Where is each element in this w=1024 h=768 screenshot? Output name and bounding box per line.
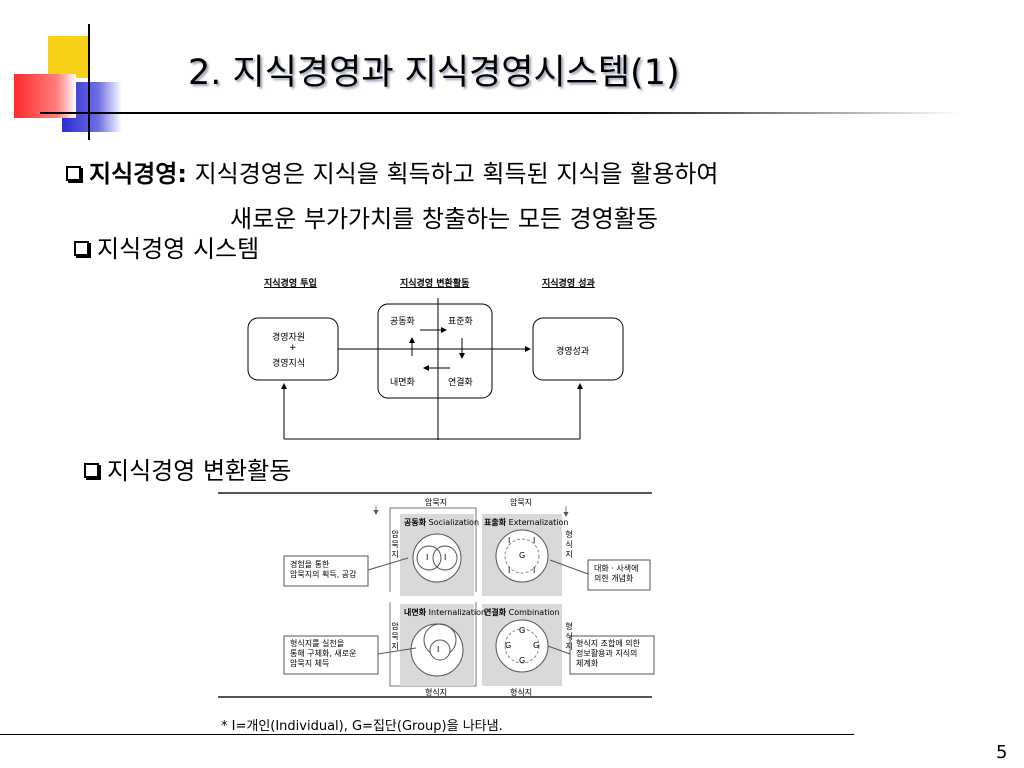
header-km-transformation: 지식경영 변환활동: [400, 279, 470, 289]
logo-red-square: [14, 74, 76, 118]
symbol-group: G: [519, 626, 526, 635]
logo-vertical-line: [88, 24, 90, 140]
seci-diagram-graphics: [218, 492, 655, 698]
footer-divider: [0, 734, 854, 735]
symbol-group: G: [519, 656, 526, 665]
quadrant-internalization-title: 내면화 Internalization: [404, 608, 487, 617]
quadrant-socialization-title: 공동화 Socialization: [404, 518, 480, 527]
quadrant-socialization: 공동화: [390, 317, 415, 327]
square-bullet-icon: [84, 462, 99, 478]
bullet-km-system: 지식경영 시스템: [74, 229, 259, 264]
bullet-km-transformation: 지식경영 변환활동: [84, 451, 291, 486]
side-label-tacit-bottom: 암묵지: [391, 622, 399, 651]
quadrant-externalization-title: 표출화 Externalization: [484, 518, 569, 527]
bullet-knowledge-management: 지식경영: 지식경영은 지식을 획득하고 획득된 지식을 활용하여: [66, 154, 718, 189]
bullet-label: 지식경영:: [89, 160, 187, 188]
header-km-outcome: 지식경영 성과: [542, 279, 595, 289]
title-divider: [40, 112, 960, 114]
top-label-tacit-left: 암묵지: [425, 498, 448, 507]
quadrant-combination-title: 연결화 Combination: [484, 608, 560, 617]
quadrant-internalization: 내면화: [390, 378, 415, 388]
header-km-input: 지식경영 투입: [264, 279, 317, 289]
bullet-text-line1: 지식경영은 지식을 획득하고 획득된 지식을 활용하여: [194, 160, 719, 188]
symbol-individual: I: [533, 536, 536, 545]
bullet-km-transformation-text: 지식경영 변환활동: [107, 457, 292, 485]
page-title: 2. 지식경영과 지식경영시스템(1): [188, 53, 680, 93]
symbol-group: G: [533, 641, 540, 650]
square-bullet-icon: [66, 165, 81, 181]
symbol-individual: I: [426, 553, 429, 562]
km-system-diagram: 지식경영 투입 지식경영 변환활동 지식경영 성과 경영자원 + 경영지식 공동…: [240, 268, 640, 446]
bottom-label-explicit-right: 형식지: [510, 688, 533, 697]
symbol-individual: I: [437, 645, 440, 654]
top-label-tacit-right: 암묵지: [510, 498, 533, 507]
side-label-explicit-bottom: 형식지: [565, 622, 573, 651]
page-number: 5: [996, 742, 1008, 763]
side-label-tacit-top: 암묵지: [391, 530, 399, 559]
input-knowledge: 경영지식: [272, 359, 306, 369]
symbol-individual: I: [533, 566, 536, 575]
quadrant-externalization: 표준화: [448, 317, 473, 327]
output-performance: 경영성과: [556, 347, 590, 357]
bullet-km-system-text: 지식경영 시스템: [97, 235, 260, 263]
square-bullet-icon: [74, 240, 89, 256]
logo-yellow-square: [48, 36, 90, 78]
symbol-group: G: [505, 641, 512, 650]
km-system-diagram-lines: [247, 298, 624, 440]
input-plus: +: [289, 343, 297, 353]
side-label-explicit-top: 형식지: [565, 530, 573, 559]
input-resources: 경영자원: [272, 333, 306, 343]
bullet-text-line2: 새로운 부가가치를 창출하는 모든 경영활동: [230, 205, 658, 233]
symbol-individual: I: [508, 536, 511, 545]
symbol-individual: I: [444, 553, 447, 562]
footnote: * I=개인(Individual), G=집단(Group)을 나타냄.: [221, 719, 503, 734]
bottom-label-explicit-left: 형식지: [425, 688, 448, 697]
symbol-individual: I: [508, 566, 511, 575]
quadrant-combination: 연결화: [448, 378, 473, 388]
seci-diagram: 암묵지 암묵지 형식지 형식지 암묵지 형식지 암묵지 형식지 공동화 Soci…: [218, 490, 658, 702]
symbol-group: G: [519, 551, 526, 560]
